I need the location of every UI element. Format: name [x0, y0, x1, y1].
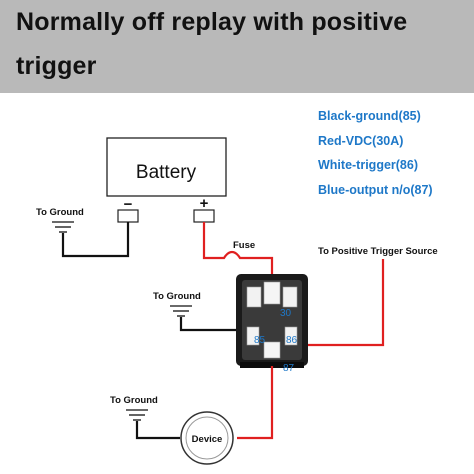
- wire-legend: Black-ground(85) Red-VDC(30A) White-trig…: [318, 104, 433, 202]
- wire-trigger: [296, 259, 385, 347]
- ground-symbol-battery: [52, 221, 74, 233]
- legend-item-trigger: White-trigger(86): [318, 158, 418, 172]
- legend-item-ground: Black-ground(85): [318, 109, 421, 123]
- relay-slot-top-right: [282, 286, 298, 308]
- relay-pin-85: [246, 326, 260, 346]
- pin-label-30: 30: [280, 308, 292, 319]
- ground-label-device: To Ground: [110, 395, 158, 406]
- device-label: Device: [192, 434, 223, 445]
- header-bar: Normally off replay with positive trigge…: [0, 0, 474, 93]
- relay-pin-30: [263, 281, 281, 305]
- ground-symbol-relay: [170, 305, 192, 317]
- ground-label-battery: To Ground: [36, 207, 84, 218]
- battery-negative-terminal: [117, 209, 139, 223]
- pin-label-87: 87: [283, 363, 295, 374]
- battery: Battery − +: [106, 137, 227, 223]
- title-line-2: trigger: [16, 52, 97, 80]
- wire-battery-ground: [61, 222, 130, 258]
- relay-pin-86: [284, 326, 298, 346]
- device-circle-outer: [180, 411, 234, 465]
- relay-socket: [236, 274, 308, 368]
- device: Device: [180, 411, 234, 465]
- title-line-1: Normally off replay with positive: [16, 8, 408, 36]
- pin-label-85: 85: [254, 335, 266, 346]
- device-circle-inner: [185, 416, 229, 460]
- trigger-source-label: To Positive Trigger Source: [318, 246, 438, 257]
- relay-pin-87: [263, 341, 281, 359]
- relay-slot-top-left: [246, 286, 262, 308]
- wire-positive-fused: [202, 222, 274, 290]
- wire-device-ground: [135, 421, 180, 440]
- battery-body: [106, 137, 227, 197]
- pin-label-86: 86: [286, 335, 298, 346]
- fuse-label: Fuse: [233, 240, 255, 251]
- battery-positive-terminal: [193, 209, 215, 223]
- battery-minus-sign: −: [124, 196, 133, 213]
- relay-base: [240, 362, 304, 368]
- ground-symbol-device: [126, 409, 148, 421]
- ground-label-relay: To Ground: [153, 291, 201, 302]
- wire-relay-ground: [179, 317, 250, 332]
- legend-item-vdc: Red-VDC(30A): [318, 133, 404, 148]
- legend-item-output: Blue-output n/o(87): [318, 182, 433, 197]
- battery-label: Battery: [136, 162, 197, 183]
- battery-plus-sign: +: [200, 195, 209, 212]
- wire-output: [237, 366, 274, 440]
